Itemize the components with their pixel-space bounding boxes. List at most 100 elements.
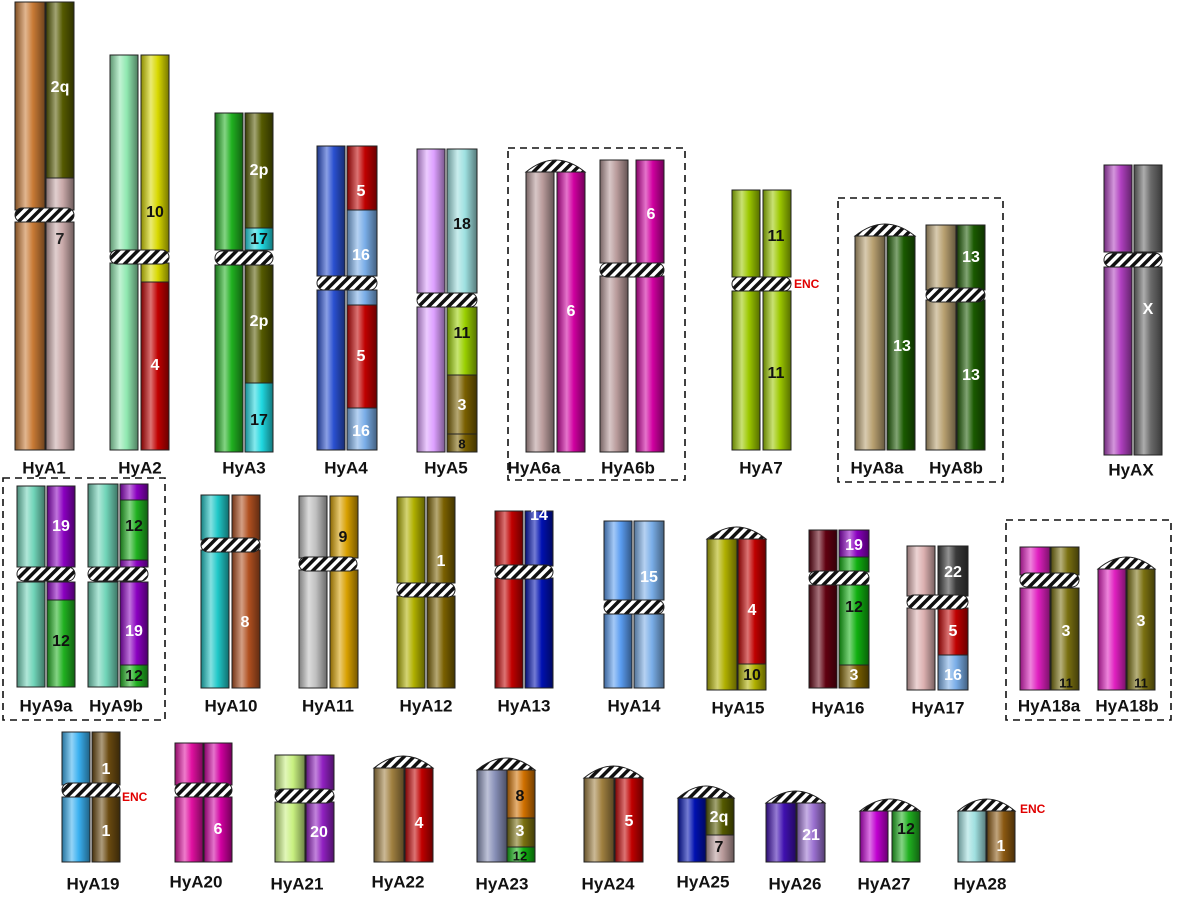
- centromere: [906, 594, 969, 610]
- centromere-cap: [1096, 556, 1157, 570]
- chromosome-segment: [1097, 568, 1127, 691]
- chromosome-segment: [677, 797, 707, 863]
- chromosome-segment: [87, 483, 119, 568]
- chromosome-segment: [214, 264, 244, 453]
- chromosome-segment: [614, 777, 644, 863]
- chromosome-segment: [603, 520, 633, 601]
- chromosome-segment: [346, 407, 378, 451]
- chromosome-segment: [244, 112, 274, 229]
- chromosome-segment: [396, 595, 426, 689]
- chromosome-segment: [705, 834, 735, 863]
- chromosome-segment: [925, 299, 957, 451]
- centromere-cap: [858, 798, 922, 812]
- centromere: [109, 249, 170, 265]
- centromere-cap: [956, 798, 1017, 812]
- chromosome-segment: [838, 664, 870, 689]
- chromosome-segment: [1050, 587, 1080, 691]
- chromosome-segment: [1050, 546, 1080, 576]
- centromere: [416, 292, 478, 308]
- chromosome-segment: [859, 810, 889, 863]
- chromosome-segment: [706, 538, 738, 691]
- chromosome-segment: [329, 569, 359, 689]
- chromosome-segment: [174, 742, 204, 786]
- chromosome-segment: [244, 227, 274, 251]
- chromosome-segment: [119, 483, 149, 501]
- chromosome-segment: [762, 189, 792, 278]
- chromosome-segment: [329, 495, 359, 559]
- chromosome-segment: [91, 731, 121, 786]
- chromosome-segment: [1103, 164, 1133, 253]
- chromosome-segment: [346, 145, 378, 211]
- chromosome-segment: [937, 654, 969, 691]
- chromosome-segment: [599, 275, 629, 453]
- centromere: [274, 788, 335, 804]
- chromosome-segment: [174, 796, 204, 863]
- chromosome-segment: [956, 224, 986, 291]
- centromere: [1103, 252, 1163, 268]
- chromosome-segment: [854, 235, 886, 451]
- chromosome-segment: [705, 797, 735, 836]
- centromere: [316, 275, 378, 291]
- chromosome-segment: [583, 777, 615, 863]
- chromosome-segment: [906, 607, 936, 691]
- chromosome-segment: [891, 810, 921, 863]
- chromosome-segment: [635, 159, 665, 264]
- centromere-cap: [705, 526, 768, 540]
- chromosome-segment: [109, 262, 139, 451]
- chromosome-segment: [46, 599, 76, 688]
- chromosome-segment: [61, 796, 91, 863]
- chromosome-segment: [200, 494, 230, 541]
- chromosome-segment: [1133, 266, 1163, 456]
- chromosome-segment: [16, 485, 46, 568]
- chromosome-segment: [244, 264, 274, 384]
- chromosome-segment: [45, 1, 75, 179]
- centromere-cap: [764, 790, 827, 804]
- chromosome-segment: [140, 262, 170, 283]
- chromosome-segment: [494, 510, 524, 567]
- chromosome-segment: [506, 769, 536, 819]
- chromosome-segment: [524, 577, 554, 689]
- chromosome-segment: [525, 171, 555, 453]
- chromosome-segment: [506, 817, 536, 848]
- chromosome-segment: [937, 545, 969, 597]
- chromosome-segment: [737, 663, 767, 691]
- chromosome-segment: [446, 433, 478, 453]
- chromosome-segment: [214, 112, 244, 251]
- chromosome-segment: [1103, 266, 1133, 456]
- chromosome-segment: [274, 754, 306, 791]
- chromosome-segment: [446, 148, 478, 294]
- centromere: [603, 599, 665, 615]
- chromosome-segment: [16, 581, 46, 688]
- centromere: [14, 207, 75, 223]
- chromosome-segment: [838, 584, 870, 666]
- centromere: [731, 276, 792, 292]
- chromosome-segment: [316, 289, 346, 451]
- chromosome-segment: [426, 595, 456, 689]
- centromere-cap: [676, 785, 736, 799]
- chromosome-segment: [91, 796, 121, 863]
- chromosome-segment: [316, 145, 346, 277]
- chromosome-segment: [426, 496, 456, 584]
- centromere: [808, 570, 870, 586]
- chromosome-segment: [524, 510, 554, 567]
- chromosome-segment: [446, 306, 478, 376]
- chromosome-segment: [906, 545, 936, 597]
- chromosome-segment: [731, 290, 761, 451]
- centromere: [925, 287, 986, 303]
- chromosome-segment: [203, 796, 233, 863]
- chromosomes-layer: [14, 1, 1163, 863]
- chromosome-segment: [1126, 568, 1156, 691]
- centromere: [87, 566, 149, 582]
- chromosome-segment: [203, 742, 233, 786]
- chromosome-segment: [404, 767, 434, 863]
- centromere: [298, 556, 358, 572]
- chromosome-segment: [838, 556, 870, 573]
- chromosome-segment: [635, 275, 665, 453]
- chromosome-segment: [119, 499, 149, 561]
- chromosome-segment: [957, 810, 987, 863]
- chromosome-segment: [1019, 587, 1051, 691]
- centromere-cap: [475, 757, 537, 771]
- chromosome-segment: [796, 802, 826, 863]
- chromosome-segment: [476, 769, 508, 863]
